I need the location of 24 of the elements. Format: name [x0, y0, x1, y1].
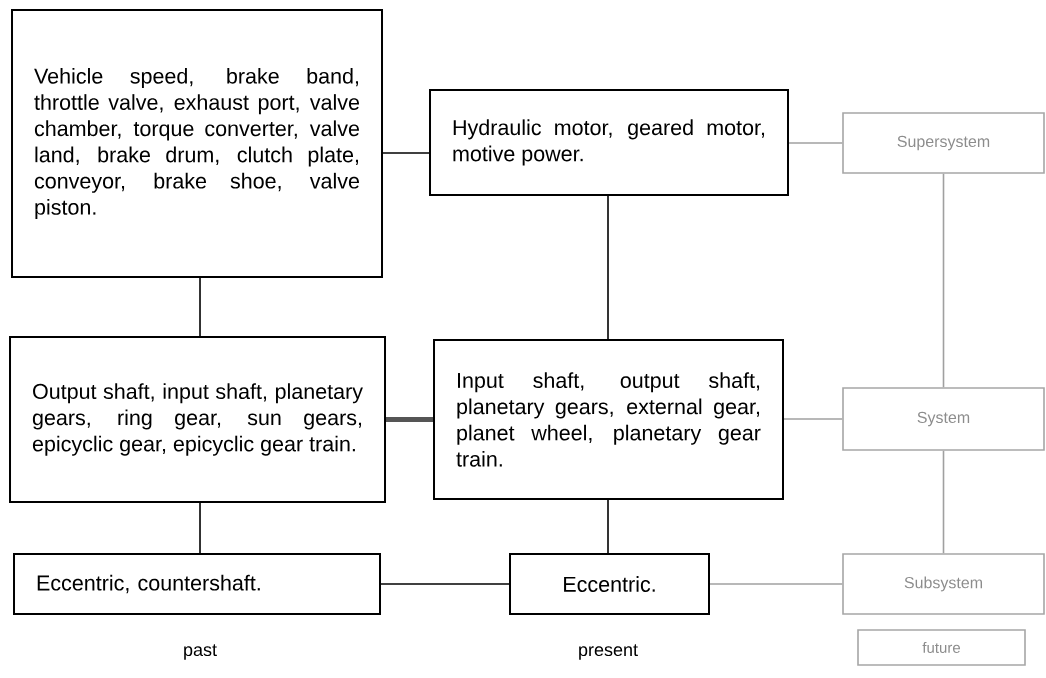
label-box: System: [842, 387, 1045, 451]
connector-line: [783, 418, 843, 420]
label-box: Supersystem: [842, 112, 1045, 174]
connector-line: [386, 417, 433, 422]
connector-line: [788, 142, 843, 144]
connector-line: [942, 450, 945, 554]
text-box: Eccentric, countershaft.: [13, 553, 381, 615]
connector-line: [199, 277, 201, 337]
text-box: Eccentric.: [509, 553, 710, 615]
connector-line: [607, 195, 609, 340]
label-box: Subsystem: [842, 553, 1045, 615]
text-box: Hydraulic motor, geared motor, motive power.: [429, 89, 789, 196]
timeline-label: present: [579, 644, 638, 660]
text-box: Input shaft, output shaft, planetary gears, external gear, planet wheel, planetary gear train.: [433, 339, 784, 500]
timeline-label: past: [184, 644, 217, 660]
connector-line: [942, 173, 945, 388]
connector-line: [607, 499, 609, 554]
label-box: future: [857, 629, 1026, 666]
connector-line: [380, 583, 510, 585]
connector-line: [199, 502, 201, 554]
connector-line: [382, 152, 430, 154]
text-box: Output shaft, input shaft, planetary gears, ring gear, sun gears, epicyclic gear, epicyclic gear train.: [9, 336, 386, 503]
connector-line: [709, 583, 843, 585]
text-box: Vehicle speed, brake band, throttle valve, exhaust port, valve chamber, torque converter, valve land, brake drum, clutch plate, conveyor, brake shoe, valve piston.: [11, 9, 383, 278]
